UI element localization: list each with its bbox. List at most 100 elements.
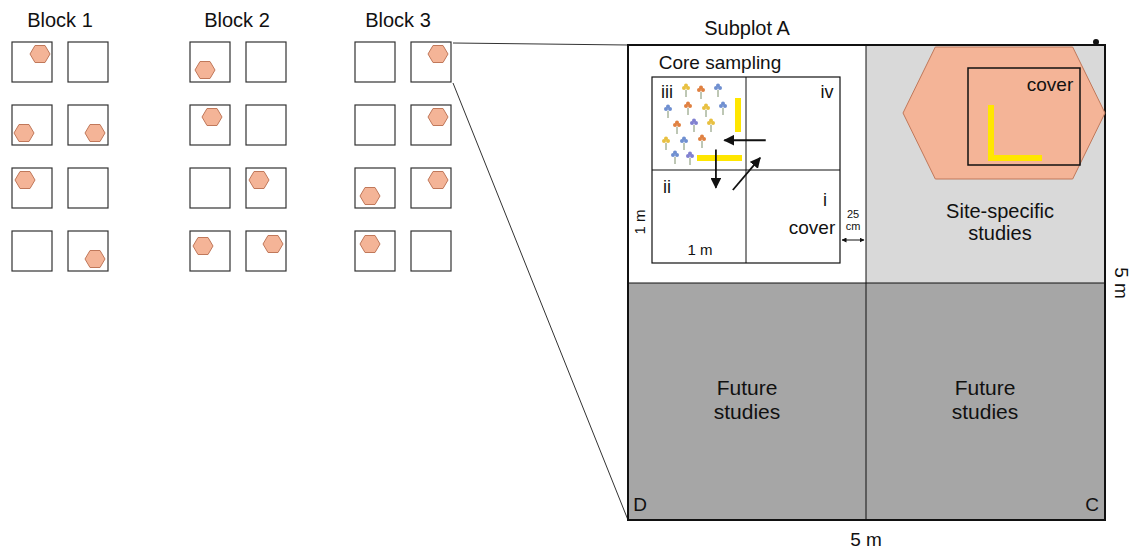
quadrant-number: iii	[661, 82, 673, 102]
core-square-outline	[968, 68, 1080, 165]
cover-hexagon	[193, 238, 213, 255]
quadrant-number: ii	[663, 177, 671, 197]
plant-symbol	[697, 86, 705, 100]
rotation-arrow	[715, 150, 717, 188]
marker-bar	[988, 105, 994, 161]
marker-bar	[988, 155, 1042, 161]
plot-square	[190, 231, 230, 271]
plot-square	[246, 42, 286, 82]
marker-bar	[697, 155, 742, 161]
plot-square	[68, 231, 108, 271]
plot-square	[12, 105, 52, 145]
text-slot: Site-specific studies	[925, 200, 1075, 245]
cover-hexagon	[15, 172, 35, 189]
text-slot: Block 1	[27, 9, 93, 31]
dimension-label: 1 m	[632, 209, 649, 234]
cover-hexagon	[14, 125, 34, 142]
plot-square	[355, 231, 395, 271]
subplot-purpose: Site-specific studies	[925, 200, 1075, 245]
hexagon-shape	[903, 47, 1105, 179]
plot-square	[12, 231, 52, 271]
cover-hexagon	[85, 125, 105, 142]
core-square-outline	[652, 77, 840, 263]
text-slot: Future studies	[935, 376, 1035, 423]
corner-marker	[1093, 39, 1099, 45]
plot-square	[68, 105, 108, 145]
text-slot: 1 m	[632, 209, 649, 234]
plant-symbol	[719, 102, 727, 116]
text-slot: iv	[821, 82, 834, 102]
plot-square	[411, 105, 451, 145]
cover-hexagon	[360, 236, 380, 253]
subplot-quadrant: Subplot ACore samplingiiiiviiicover	[628, 45, 866, 283]
cover-hexagon: cover	[903, 47, 1105, 179]
cover-hexagon	[263, 236, 283, 253]
text-slot: Core sampling	[659, 52, 782, 73]
plot-square	[68, 168, 108, 208]
text-slot: D	[633, 494, 647, 515]
plant-symbol	[702, 104, 710, 118]
plot-square	[355, 168, 395, 208]
block-label: Block 1	[27, 9, 93, 31]
plot-square	[355, 42, 395, 82]
core-quadrant: iv	[746, 77, 840, 170]
quadrant-number: iv	[821, 82, 834, 102]
subplot-purpose: Future studies	[935, 376, 1035, 423]
dimension-label: 5 m	[1110, 267, 1131, 299]
text-slot: 5 m	[850, 529, 882, 550]
plot-outline	[628, 45, 1105, 520]
text-slot: cover	[789, 217, 835, 238]
text-slot: Future studies	[697, 376, 797, 423]
plot-square	[68, 42, 108, 82]
zoom-line	[453, 43, 628, 45]
cover-hexagon	[428, 172, 448, 189]
plant-symbol	[686, 152, 694, 166]
dimension-label: 1 m	[687, 242, 712, 259]
plant-symbol	[698, 135, 706, 149]
block-label: Block 3	[365, 9, 431, 31]
subplot-letter: C	[1085, 494, 1099, 515]
core-quadrant: i cover	[746, 170, 840, 263]
plot-square	[12, 42, 52, 82]
plot-square	[411, 168, 451, 208]
text-slot: 5 m	[1110, 267, 1131, 299]
treatment-label: cover	[789, 217, 835, 238]
subplot-fill	[628, 283, 866, 520]
subplot-letter: D	[633, 494, 647, 515]
text-slot: i	[823, 190, 827, 210]
plot-square	[190, 105, 230, 145]
cover-hexagon	[195, 62, 215, 79]
dimension-label: 25 cm	[841, 208, 865, 233]
subplot-quadrant: Future studiesC	[866, 283, 1105, 520]
plot-square	[411, 231, 451, 271]
treatment-label: cover	[1027, 74, 1073, 95]
plant-symbol	[684, 102, 692, 116]
zoom-line	[453, 83, 628, 520]
text-slot: Subplot A	[704, 17, 790, 39]
subplot-purpose: Future studies	[697, 376, 797, 423]
cover-hexagon	[428, 46, 448, 63]
plant-symbol	[671, 151, 679, 165]
plot-square	[246, 168, 286, 208]
text-slot: C	[1085, 494, 1099, 515]
plot-square	[246, 231, 286, 271]
plant-symbol	[664, 105, 672, 119]
area-title: Core sampling	[659, 52, 782, 73]
text-slot: Block 3	[365, 9, 431, 31]
text-slot: iii	[661, 82, 673, 102]
plant-symbol	[707, 119, 715, 133]
dimension-label: 5 m	[850, 529, 882, 550]
plot-square	[411, 42, 451, 82]
text-slot: ii	[663, 177, 671, 197]
cover-hexagon	[428, 109, 448, 126]
text-slot: Block 2	[204, 9, 270, 31]
plot-square	[190, 168, 230, 208]
subplot-title: Subplot A	[704, 17, 790, 39]
core-quadrant: iii	[652, 77, 746, 170]
subplot-divider	[628, 283, 1105, 284]
plant-symbol	[680, 137, 688, 151]
subplot-fill	[866, 283, 1105, 520]
plot-square	[12, 168, 52, 208]
marker-bar	[735, 98, 741, 132]
dimension-arrow	[842, 240, 864, 241]
